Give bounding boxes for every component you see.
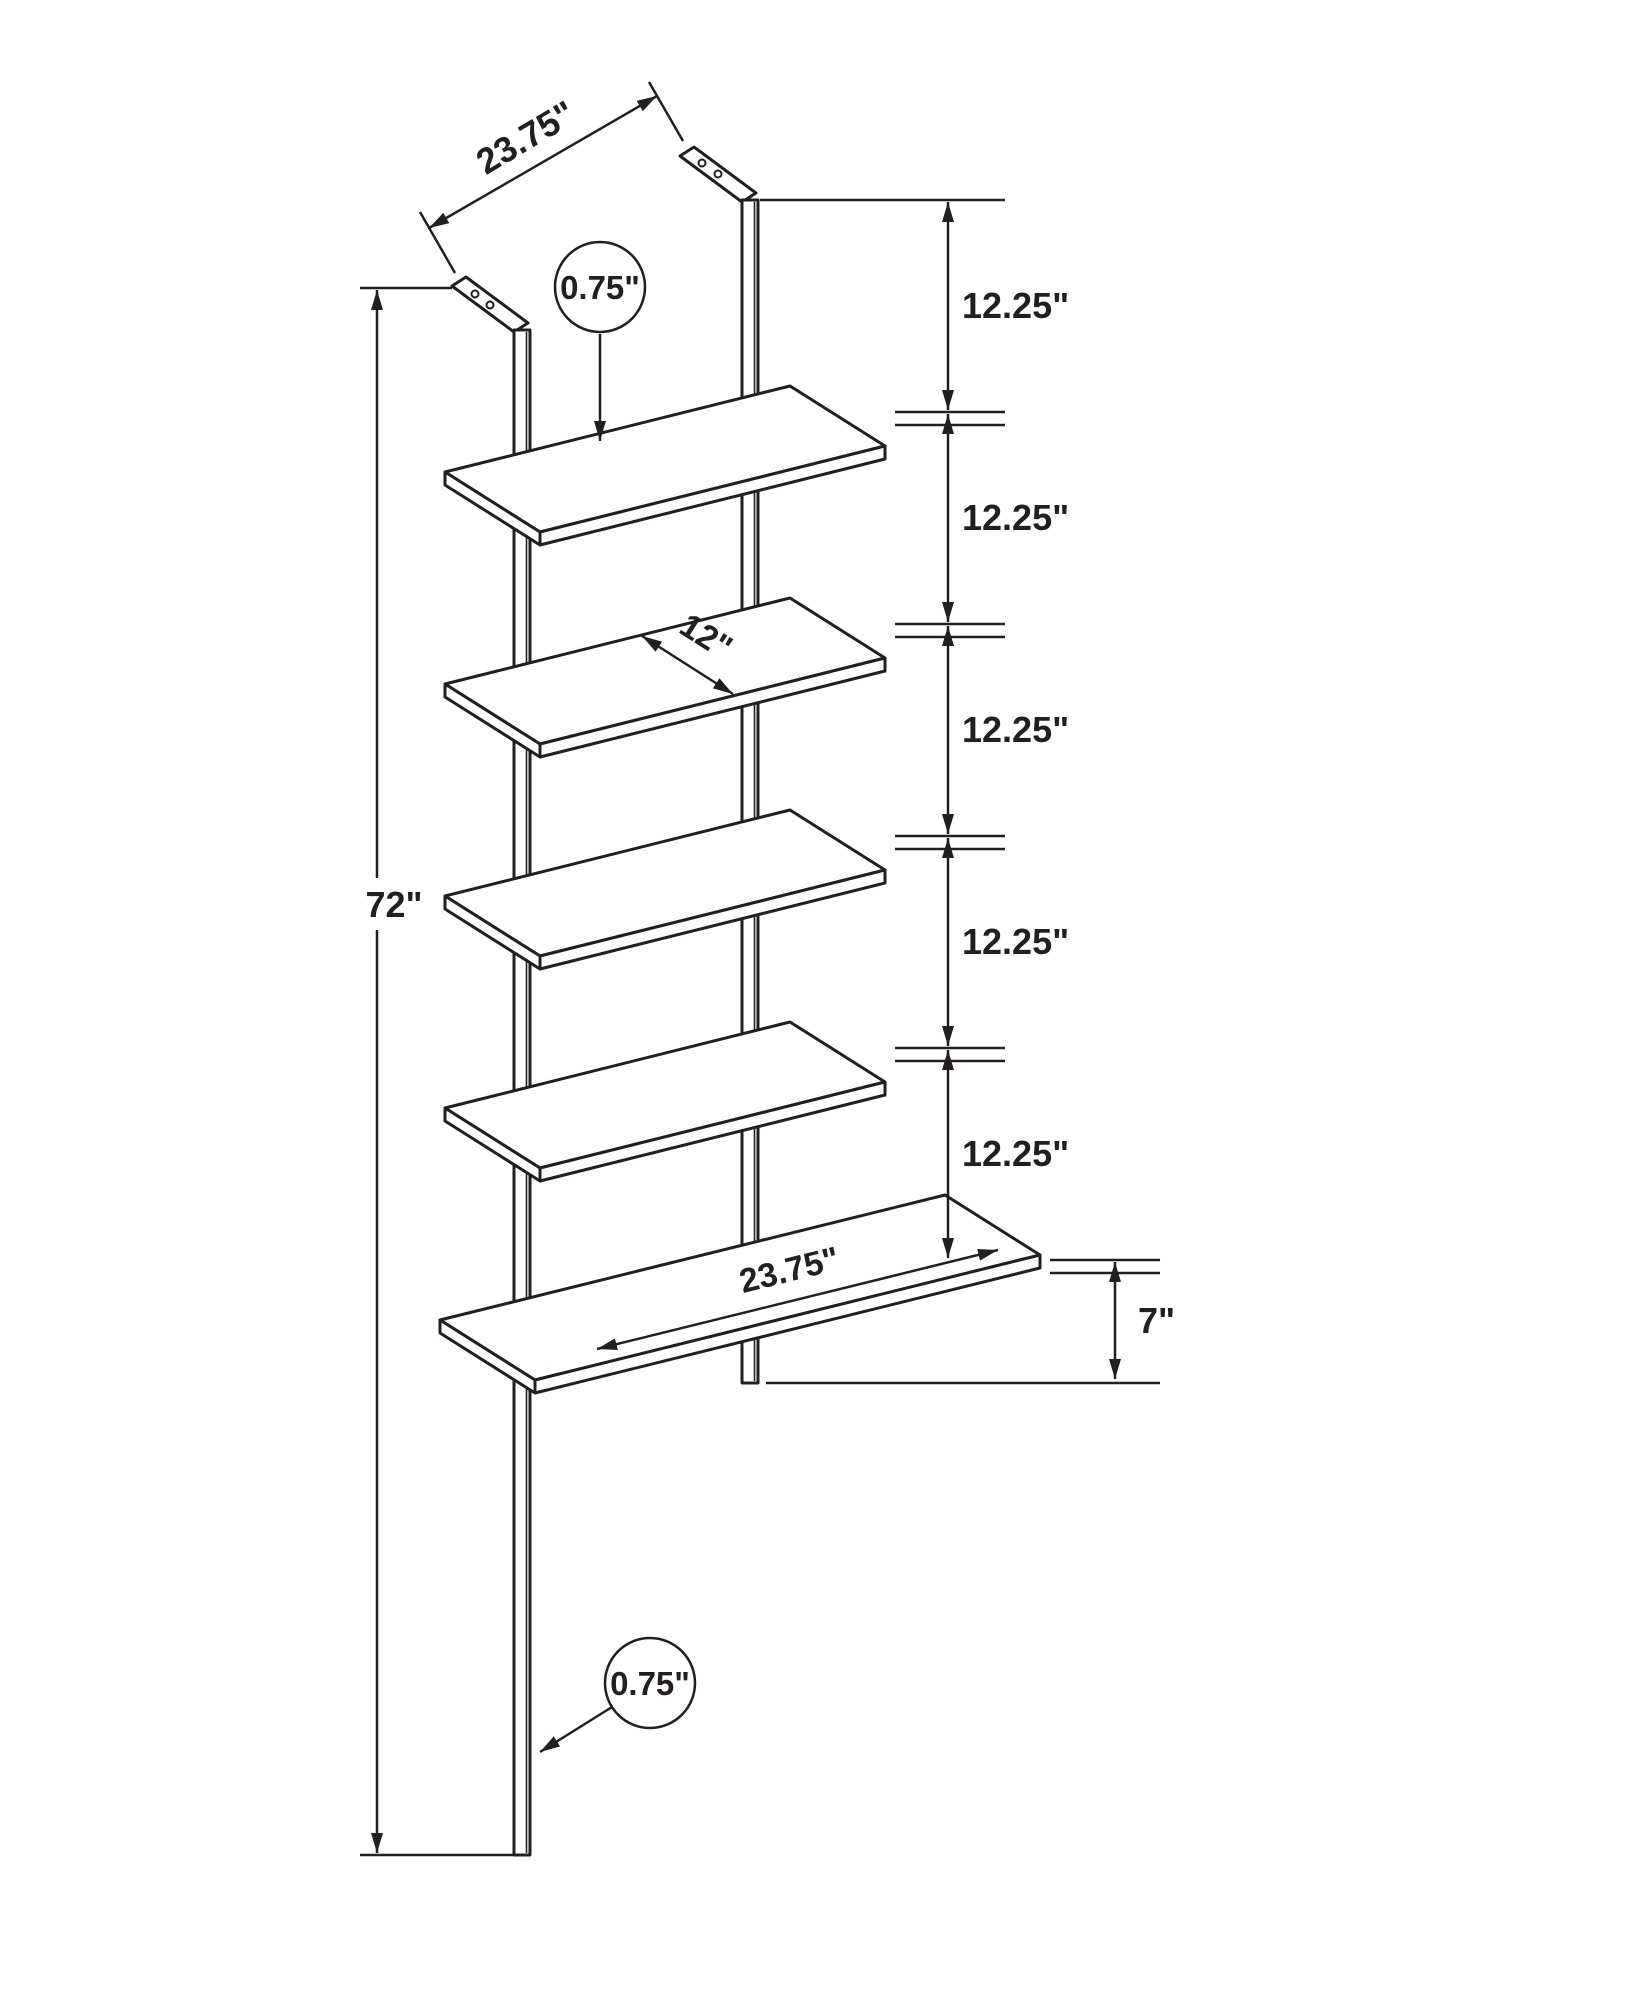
extension-line — [418, 211, 457, 274]
frame-thickness-callout: 0.75" — [539, 1636, 697, 1754]
shelf-2 — [443, 596, 887, 759]
label-mask — [350, 878, 438, 930]
top-width-label: 23.75" — [469, 92, 582, 182]
callout-arrow — [539, 1705, 613, 1754]
spacing-label-1: 12.25" — [962, 285, 1069, 326]
shelf-thickness-label: 0.75" — [560, 269, 640, 306]
shelf-3 — [443, 808, 887, 971]
shelf-thickness-callout: 0.75" — [553, 240, 647, 441]
shelf-5-side-edge — [438, 1318, 537, 1395]
spacing-label-2: 12.25" — [962, 497, 1069, 538]
dimension-arrow-shelf-depth — [641, 634, 734, 696]
frame-thickness-label: 0.75" — [610, 1665, 690, 1702]
bracket-screw-hole — [713, 169, 723, 179]
shelf-1 — [443, 384, 887, 547]
top-width-dimension: 23.75" — [418, 81, 685, 274]
dimension-arrow-top-width — [428, 94, 658, 230]
spacing-label-4: 12.25" — [962, 921, 1069, 962]
total-height-dimension: 72" — [350, 286, 514, 1857]
shelf-4-side-edge — [443, 1106, 542, 1183]
spacing-label-5: 12.25" — [962, 1133, 1069, 1174]
bracket-screw-hole — [697, 158, 707, 168]
extension-line — [647, 81, 685, 142]
dimension-arrow-bottom-width — [596, 1248, 999, 1351]
shelf-1-side-edge — [443, 470, 542, 547]
spacing-label-3: 12.25" — [962, 709, 1069, 750]
callout-circle — [603, 1636, 697, 1730]
total-height-label: 72" — [365, 884, 422, 925]
shelf-3-side-edge — [443, 894, 542, 971]
bottom-gap-label: 7" — [1138, 1300, 1175, 1341]
right-rail-bar — [740, 198, 760, 1385]
bracket-screw-hole — [470, 289, 480, 299]
shelf-2-side-edge — [443, 682, 542, 759]
shelf-4 — [443, 1020, 887, 1183]
shelf-spacing-dimensions: 12.25" 12.25" 12.25" 12.25" 12.25" 7" — [760, 198, 1175, 1385]
callout-circle — [553, 240, 647, 334]
bracket-screw-hole — [485, 300, 495, 310]
right-rail — [678, 145, 760, 1385]
